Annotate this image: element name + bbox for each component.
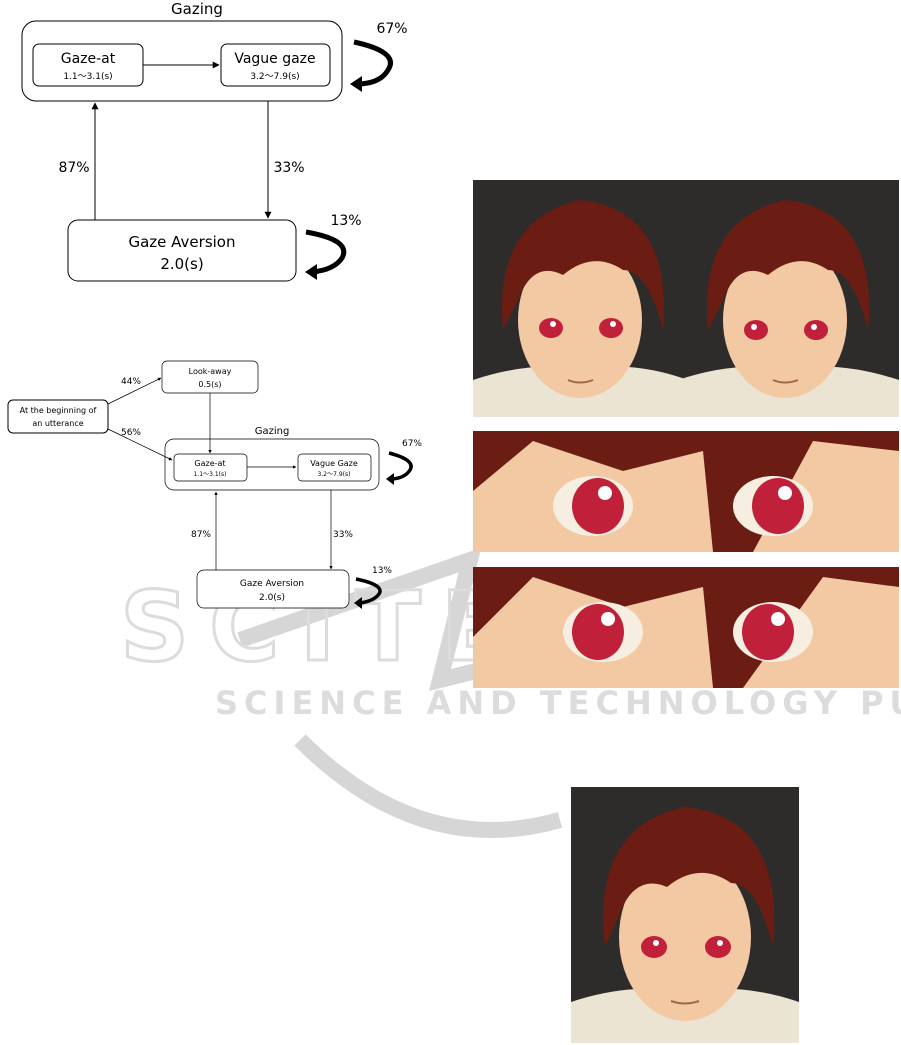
to-gazing-direct-pct: 56%: [121, 428, 141, 438]
loop-gazing-pct: 67%: [376, 21, 407, 37]
loop-aversion-pct-bottom: 13%: [372, 566, 392, 576]
aversion-time-bottom: 2.0(s): [259, 593, 285, 603]
loop-gazing-pct-bottom: 67%: [402, 439, 422, 449]
gazing-title: Gazing: [171, 0, 223, 18]
vague-gaze-time: 3.2〜7.9(s): [250, 72, 299, 82]
gazing-title-bottom: Gazing: [255, 426, 290, 437]
loop-arrowhead-gazing-bottom: [386, 473, 394, 485]
start-box: [8, 400, 108, 433]
to-gazing-pct: 87%: [58, 160, 89, 176]
vague-gaze-label-bottom: Vague Gaze: [310, 459, 358, 468]
character-eyes-closeup-image-2: [473, 567, 899, 688]
start-label-1: At the beginning of: [20, 406, 97, 415]
lookaway-time: 0.5(s): [198, 380, 221, 389]
loop-arrowhead-aversion: [305, 264, 317, 280]
character-faces-pair-image: [473, 180, 899, 417]
aversion-label-bottom: Gaze Aversion: [240, 579, 304, 589]
vague-gaze-time-bottom: 3.2〜7.9(s): [318, 471, 351, 478]
gaze-at-time: 1.1〜3.1(s): [63, 72, 112, 82]
start-label-2: an utterance: [32, 419, 83, 428]
to-aversion-pct-bottom: 33%: [333, 530, 353, 540]
gaze-at-time-bottom: 1.1〜3.1(s): [194, 471, 227, 478]
aversion-time: 2.0(s): [160, 255, 203, 273]
eye-left: [572, 604, 624, 660]
loop-arrowhead-gazing: [350, 76, 362, 92]
lookaway-label: Look-away: [189, 367, 232, 376]
character-face-single-image: [571, 787, 799, 1043]
gaze-at-label-bottom: Gaze-at: [194, 459, 225, 468]
vague-gaze-label: Vague gaze: [234, 51, 315, 67]
gaze-at-label: Gaze-at: [61, 51, 116, 67]
eye-right: [742, 604, 794, 660]
eye-right: [752, 478, 804, 534]
eye-left: [572, 478, 624, 534]
loop-arrowhead-aversion-bottom: [354, 597, 362, 609]
to-gazing-pct-bottom: 87%: [191, 530, 211, 540]
to-lookaway-pct: 44%: [121, 377, 141, 387]
character-eyes-closeup-image-1: [473, 431, 899, 552]
loop-arrow-aversion: [306, 232, 344, 272]
to-aversion-pct: 33%: [273, 160, 304, 176]
loop-aversion-pct: 13%: [330, 213, 361, 229]
aversion-label: Gaze Aversion: [128, 233, 235, 251]
